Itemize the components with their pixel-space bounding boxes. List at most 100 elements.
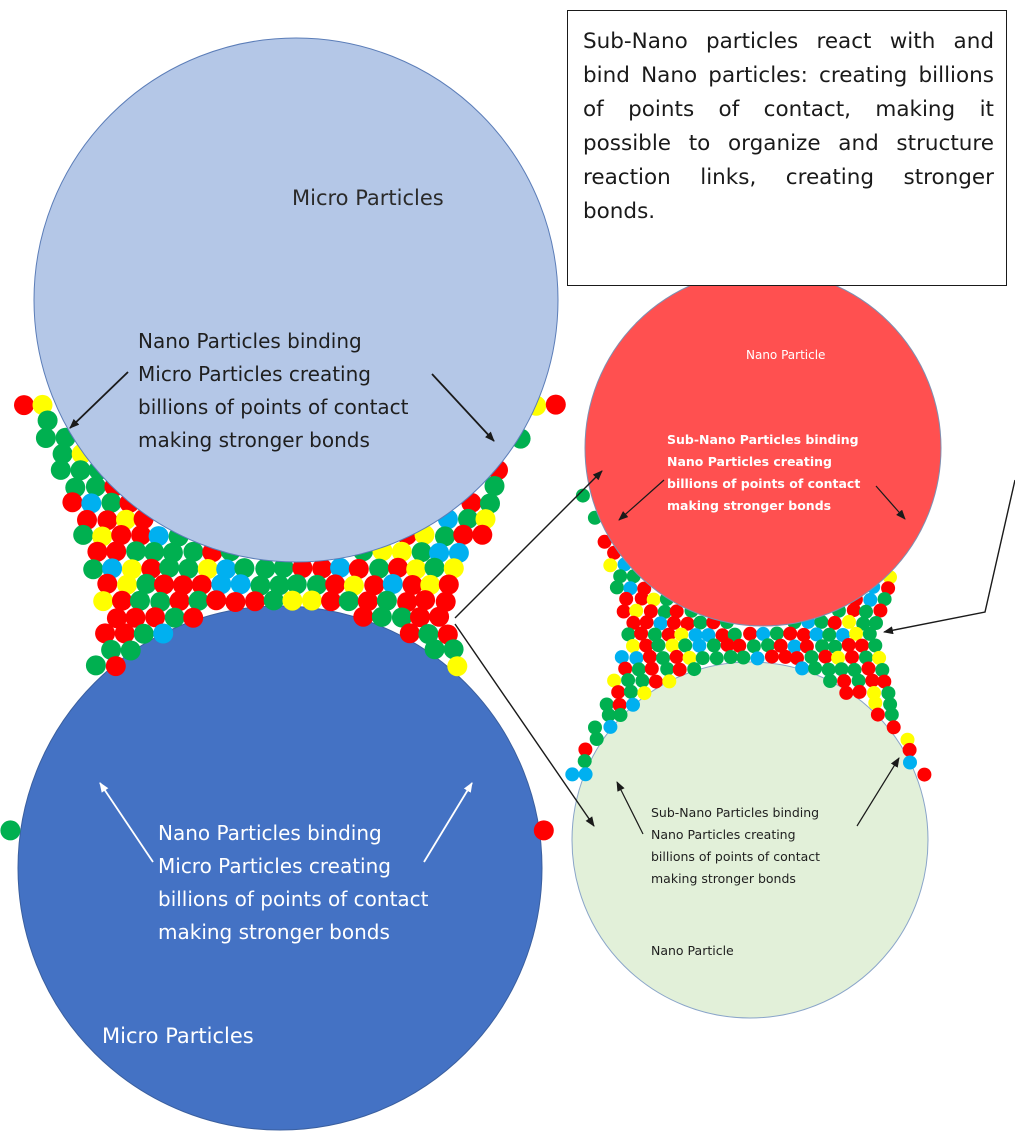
binding-dot [859, 650, 873, 665]
binding-dot [709, 651, 724, 666]
binding-dot [382, 574, 403, 594]
binding-dot [443, 558, 464, 579]
binding-dot [852, 684, 867, 699]
binding-dot [865, 673, 880, 688]
binding-dot [872, 650, 887, 665]
binding-dot [822, 627, 837, 642]
binding-dot [787, 639, 802, 654]
binding-dot [245, 591, 265, 612]
binding-dot [565, 767, 580, 782]
binding-dot [634, 626, 649, 641]
binding-dot [818, 649, 833, 664]
binding-dot [391, 607, 412, 628]
binding-dot [77, 509, 97, 530]
binding-dot [164, 607, 185, 628]
binding-dot [644, 661, 659, 676]
binding-dot [643, 604, 658, 619]
binding-dot [778, 649, 793, 664]
binding-dot [325, 574, 346, 595]
binding-dot [863, 592, 878, 607]
binding-dot [183, 541, 204, 562]
binding-dot [695, 651, 710, 666]
left-bottom-binding-line-2: Micro Particles creating [158, 854, 391, 878]
binding-dot [95, 623, 116, 644]
binding-dot [621, 673, 636, 688]
binding-dot [35, 428, 56, 448]
binding-dot [225, 592, 246, 612]
binding-dot [97, 510, 118, 531]
binding-dot [216, 559, 237, 580]
binding-dot [642, 649, 657, 664]
binding-dot [154, 574, 174, 595]
binding-dot [111, 525, 132, 545]
binding-dot [660, 662, 675, 676]
right-top-binding-label: Sub-Nano Particles binding Nano Particle… [667, 432, 865, 513]
binding-dot [255, 558, 276, 579]
binding-dot [144, 542, 165, 562]
binding-dot [424, 557, 445, 578]
binding-dot [841, 638, 856, 652]
right-bottom-binding-line-1: Sub-Nano Particles binding [651, 805, 819, 820]
binding-dot [809, 627, 824, 642]
left-nano-dot-cluster [0, 394, 566, 841]
binding-dot [141, 558, 162, 579]
binding-dot [618, 661, 633, 676]
binding-dot [438, 574, 459, 595]
binding-dot [424, 639, 445, 660]
micro-particles-bottom-label: Micro Particles [102, 1024, 254, 1048]
binding-dot [70, 460, 91, 481]
binding-dot [376, 590, 397, 611]
binding-dot [250, 575, 271, 596]
binding-dot [808, 661, 823, 676]
binding-dot [85, 655, 106, 676]
binding-dot [97, 573, 118, 594]
binding-dot [846, 603, 861, 618]
binding-dot [273, 557, 294, 578]
binding-dot [188, 590, 209, 611]
binding-dot [626, 697, 640, 712]
binding-dot [657, 604, 672, 619]
binding-dot [612, 698, 627, 712]
binding-dot [701, 628, 716, 643]
binding-dot [651, 638, 666, 653]
binding-dot [682, 650, 697, 665]
arrow-left-bottom-a [99, 782, 154, 863]
nano-particle-top-label: Nano Particle [746, 348, 825, 362]
binding-dot [849, 626, 864, 641]
binding-dot [458, 508, 478, 529]
binding-dot [575, 488, 590, 503]
binding-dot [32, 394, 53, 415]
binding-dot [102, 558, 123, 579]
binding-dot [839, 685, 854, 700]
binding-dot [178, 558, 199, 579]
binding-dot [678, 638, 693, 653]
binding-dot [877, 592, 892, 607]
binding-dot [821, 662, 836, 677]
binding-dot [903, 755, 917, 770]
binding-dot [599, 697, 614, 712]
binding-dot [674, 627, 689, 642]
binding-dot [621, 627, 636, 642]
binding-dot [732, 638, 747, 653]
binding-dot [435, 526, 455, 547]
binding-dot [206, 590, 227, 611]
binding-dot [52, 443, 73, 464]
binding-dot [804, 650, 819, 665]
binding-dot [92, 526, 113, 547]
binding-dot [121, 559, 142, 580]
binding-dot [616, 604, 631, 619]
binding-dot [609, 580, 624, 595]
binding-dot [666, 615, 681, 630]
binding-dot [448, 542, 469, 563]
binding-dot [611, 685, 626, 700]
binding-dot [842, 614, 856, 629]
binding-dot [0, 820, 21, 841]
binding-dot [87, 541, 108, 562]
binding-dot [81, 493, 102, 514]
arrow-right-top-a [618, 479, 665, 521]
binding-dot [472, 524, 493, 545]
binding-dot [669, 649, 684, 664]
binding-dot [301, 590, 322, 611]
